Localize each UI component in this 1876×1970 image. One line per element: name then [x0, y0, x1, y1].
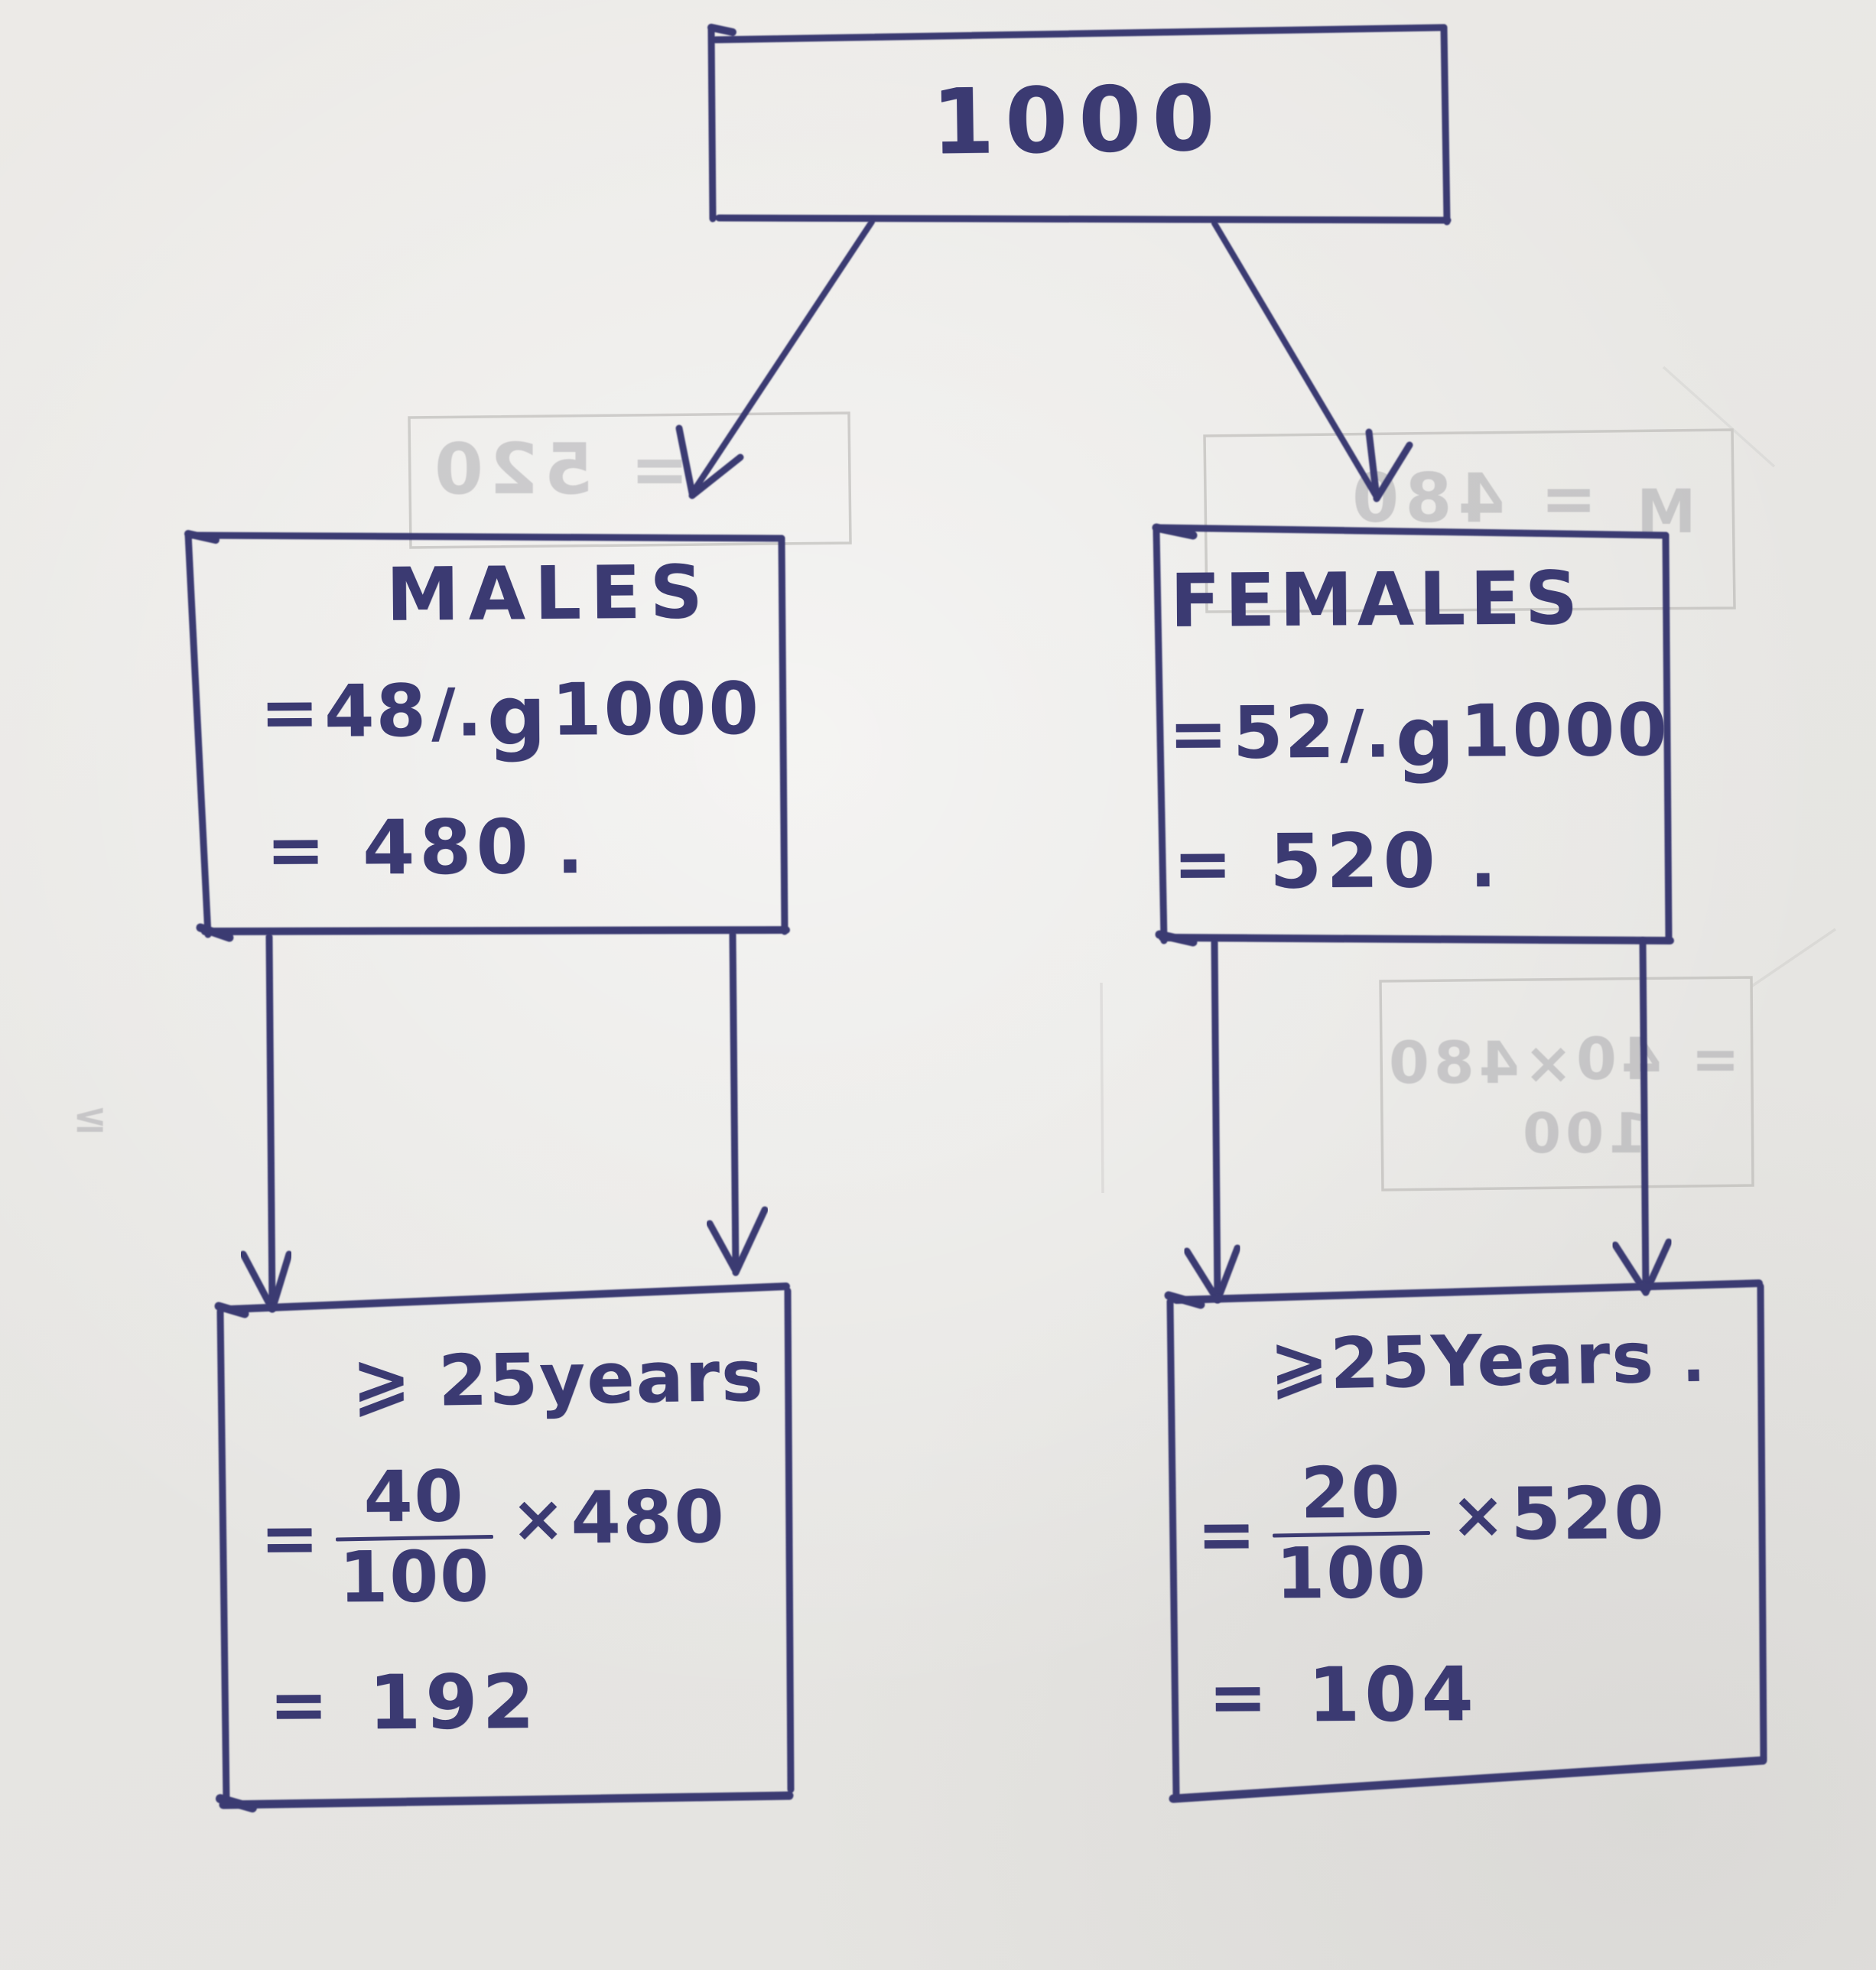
males-line2: = 480 .: [266, 804, 585, 892]
males-age-result: 192: [368, 1659, 539, 1747]
arrow-females-left-down: [1183, 938, 1241, 1304]
showthrough-left-small: ≥: [73, 1094, 108, 1142]
males-age-equation: = 40 100 × 480: [259, 1455, 727, 1619]
males-age-numerator: 40: [363, 1455, 465, 1539]
males-heading: MALES: [385, 549, 713, 638]
showthrough-right-top: = 480: [1346, 459, 1598, 538]
females-age-heading: ⩾25Years: [1269, 1316, 1656, 1406]
females-age-result-line: = 104: [1208, 1651, 1478, 1740]
males-percent-value: 48: [324, 669, 428, 754]
females-line2: = 520 .: [1173, 818, 1498, 906]
females-result-value: 520: [1269, 818, 1440, 906]
males-result-value: 480: [362, 804, 533, 892]
arrow-root-to-females: [1211, 220, 1413, 502]
showthrough-right-mid-line2: = 40: [1572, 1025, 1740, 1093]
ghost-rectangles: [408, 366, 1836, 1194]
males-age-eq1: =: [259, 1497, 321, 1579]
males-base-value: 1000: [551, 667, 762, 753]
females-age-heading-period: .: [1681, 1324, 1707, 1396]
arrow-males-left-down: [239, 933, 293, 1313]
males-age-heading: ⩾ 25years: [351, 1334, 766, 1424]
females-age-numerator: 20: [1300, 1451, 1402, 1535]
females-base-value: 1000: [1459, 688, 1670, 774]
females-line2-period: .: [1469, 821, 1498, 904]
females-age-heading-line: ⩾25Years .: [1269, 1316, 1707, 1406]
root-value-1000: 1000: [931, 65, 1227, 175]
females-age-fraction: 20 100: [1270, 1451, 1432, 1615]
males-line1-eq: =: [259, 671, 321, 754]
showthrough-left-top: = 520: [428, 428, 690, 510]
males-line2-eq: =: [265, 808, 327, 892]
females-age-denominator: 100: [1275, 1531, 1428, 1615]
females-line2-eq: =: [1172, 822, 1234, 905]
females-age-times: ×: [1450, 1477, 1507, 1553]
females-line1-eq: =: [1168, 692, 1230, 775]
arrow-root-to-males: [675, 219, 875, 499]
showthrough-right-top-extra: M: [1637, 478, 1696, 547]
males-of-symbol: g: [486, 668, 548, 765]
showthrough-right-mid-line1: ×480: [1384, 1029, 1573, 1097]
males-line2-period: .: [556, 807, 585, 890]
females-of-symbol: g: [1395, 689, 1457, 786]
arrow-males-right-down: [706, 931, 769, 1276]
showthrough-right-mid-line3: 100: [1518, 1101, 1647, 1165]
males-age-times: ×: [510, 1481, 567, 1557]
males-age-denominator: 100: [338, 1535, 491, 1619]
females-heading: FEMALES: [1169, 555, 1583, 644]
arrow-females-right-down: [1611, 937, 1673, 1296]
males-age-result-line: = 192: [269, 1659, 539, 1747]
females-age-eq1: =: [1196, 1493, 1258, 1575]
males-age-fraction: 40 100: [333, 1455, 495, 1619]
males-age-multiplicand: 480: [571, 1475, 727, 1561]
males-age-eq2: =: [268, 1663, 330, 1746]
males-percent-sign: /.: [431, 675, 483, 752]
females-line1: = 52 /. g 1000: [1168, 679, 1670, 785]
females-percent-value: 52: [1232, 691, 1337, 775]
females-age-result: 104: [1307, 1651, 1478, 1740]
females-percent-sign: /.: [1339, 696, 1392, 773]
females-age-eq2: =: [1208, 1656, 1270, 1738]
females-age-multiplicand: 520: [1510, 1471, 1666, 1557]
males-line1: = 48 /. g 1000: [259, 658, 762, 764]
females-age-equation: = 20 100 × 520: [1196, 1451, 1666, 1615]
